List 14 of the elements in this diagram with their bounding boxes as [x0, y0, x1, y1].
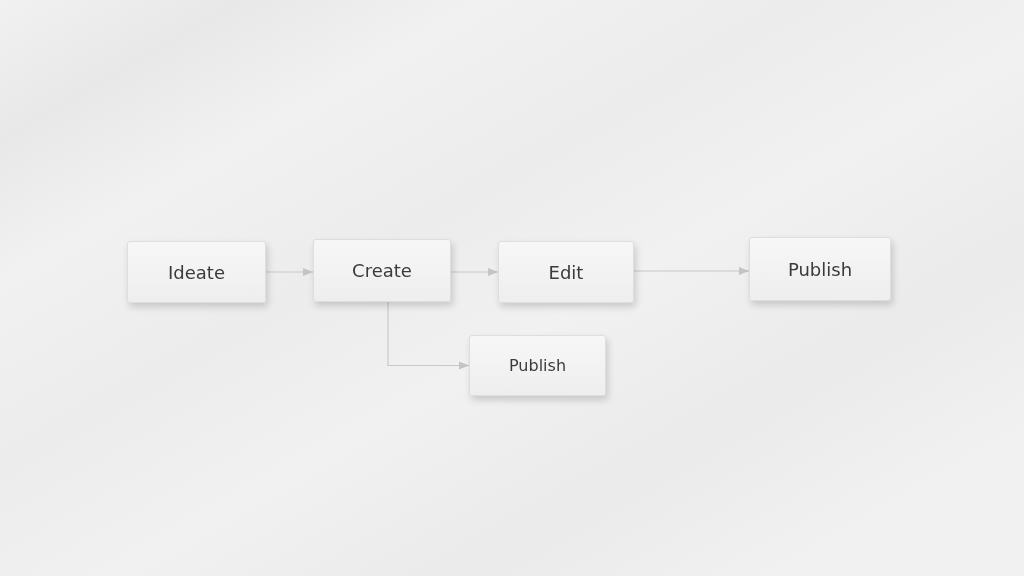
process-box — [749, 237, 891, 301]
step-label: Ideate — [168, 261, 225, 283]
process-box — [127, 241, 266, 303]
arrow — [387, 301, 470, 370]
arrow — [450, 268, 499, 276]
step-label: Edit — [548, 261, 584, 283]
process-box — [498, 241, 634, 303]
step-label: Publish — [509, 356, 566, 375]
process-box — [469, 335, 606, 396]
arrow — [633, 267, 750, 275]
arrow — [265, 268, 314, 276]
process-box — [313, 239, 451, 302]
step-label: Publish — [787, 258, 853, 280]
step-label: Create — [352, 260, 412, 281]
